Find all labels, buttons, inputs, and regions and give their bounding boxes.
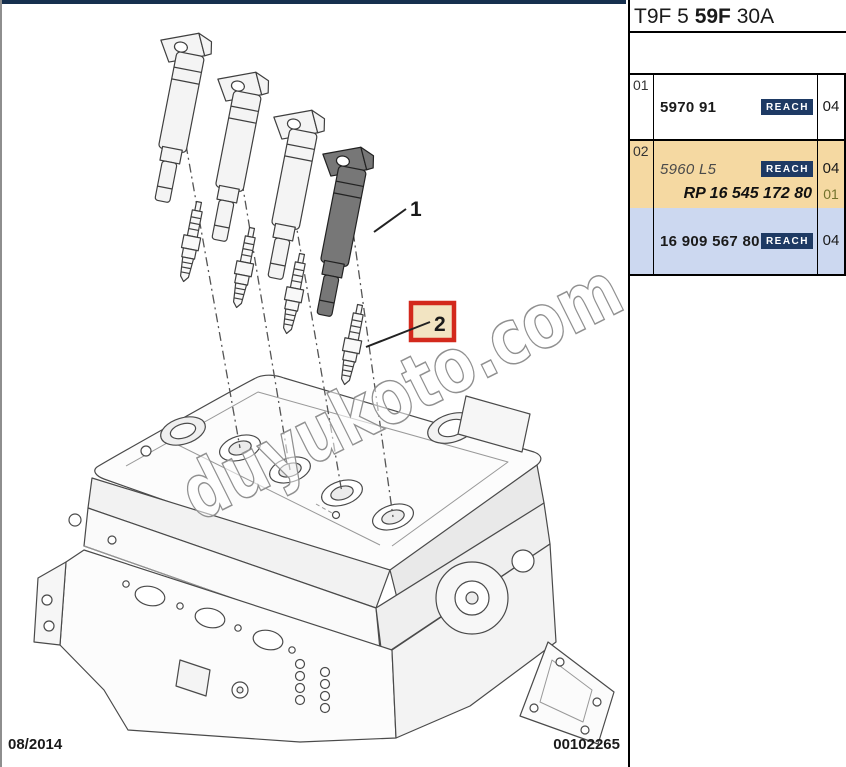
engine-block-drawing (33, 374, 615, 745)
callout-2-label: 2 (434, 313, 446, 336)
part-cell: 5970 91 REACH (654, 75, 817, 139)
callout-1-label: 1 (410, 198, 422, 221)
parts-panel: T9F 5 59F 30A 01 5970 91 REACH 04 02 (628, 0, 846, 767)
part-number: 5970 91 (660, 98, 717, 116)
reach-badge[interactable]: REACH (760, 161, 813, 177)
page-code: T9F 5 59F 30A (630, 0, 846, 33)
replacement-part-number: RP 16 545 172 80 (683, 185, 812, 202)
ref-cell (630, 208, 654, 274)
qty-value: 04 (822, 160, 840, 177)
qty-value: 04 (822, 232, 840, 249)
footer-doc-number: 00102265 (553, 736, 620, 753)
part-number-old: 5960 L5 (660, 160, 717, 178)
top-accent-bar (0, 0, 626, 4)
callout-2-highlight-box (408, 300, 457, 343)
spark-plug-1 (174, 199, 208, 284)
qty-sub-value: 01 (823, 186, 839, 202)
part-number: 16 909 567 80 (660, 232, 760, 250)
ignition-coil-3 (243, 102, 329, 283)
ignition-coil-1 (130, 25, 216, 206)
page-code-prefix: T9F 5 (634, 5, 695, 28)
table-row-02[interactable]: 02 5960 L5 REACH RP 16 545 172 80 04 01 (630, 141, 844, 208)
qty-cell: 04 01 (817, 141, 844, 208)
left-edge-line (0, 0, 2, 767)
page-code-suffix: 30A (730, 5, 775, 28)
ref-cell: 02 (630, 141, 654, 208)
part-cell: 16 909 567 80 REACH (654, 208, 817, 274)
qty-cell: 04 (817, 208, 844, 274)
table-row-01[interactable]: 01 5970 91 REACH 04 (630, 75, 844, 141)
reach-badge[interactable]: REACH (760, 233, 813, 249)
parts-table: 01 5970 91 REACH 04 02 5960 L5 REA (630, 73, 846, 276)
callout-1-marker[interactable]: 1 (373, 198, 422, 233)
table-row-replacement[interactable]: 16 909 567 80 REACH 04 (630, 208, 844, 274)
page-code-bold: 59F (694, 5, 731, 28)
qty-value: 04 (822, 98, 840, 115)
footer-date: 08/2014 (8, 736, 63, 753)
ref-cell: 01 (630, 75, 654, 139)
reach-badge[interactable]: REACH (760, 99, 813, 115)
callout-2-marker[interactable]: 2 (365, 300, 457, 348)
part-cell: 5960 L5 REACH RP 16 545 172 80 (654, 141, 817, 208)
engine-diagram: 1 2 duyukoto.com (33, 25, 628, 745)
qty-cell: 04 (817, 75, 844, 139)
spark-plug-2 (227, 225, 261, 310)
